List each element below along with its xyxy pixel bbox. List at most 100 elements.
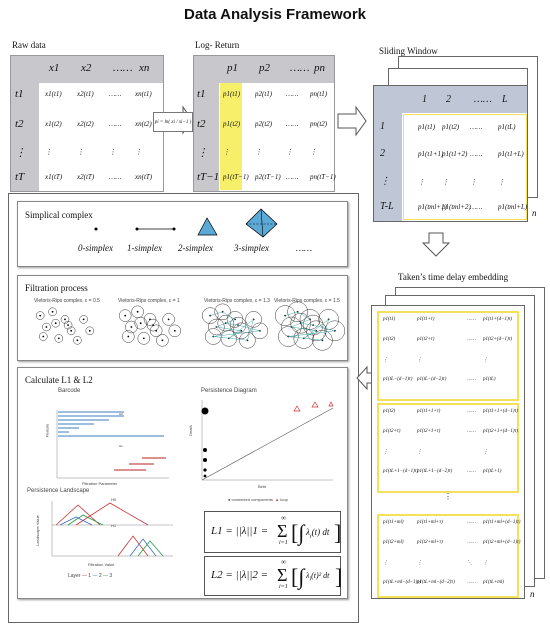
l1-lhs: L1 = ||λ||1 = xyxy=(211,525,269,537)
takens-cell: p1(tL) xyxy=(483,377,496,382)
takens-cell: p1(tL+1) xyxy=(483,469,502,474)
landscape-h1: H1 xyxy=(111,523,117,528)
logret-cell: ⋮ xyxy=(223,148,230,156)
sliding-cell: ⋮ xyxy=(418,178,425,186)
filtration-edge xyxy=(222,311,236,320)
pd-title: Persistence Diagram xyxy=(201,388,257,394)
takens-cell: p1(t2+1+(d−1)τ) xyxy=(483,429,518,434)
filtration-point xyxy=(45,326,48,328)
takens-cell: p1(tL+1−(d−1)τ) xyxy=(383,469,419,474)
filtration-ball xyxy=(137,332,151,345)
filtration-ball xyxy=(217,314,234,332)
sliding-cell: p1(tml+2) xyxy=(442,203,471,211)
filtration-ball xyxy=(232,322,250,340)
filtration-plot xyxy=(118,305,182,347)
takens-cell: …… xyxy=(467,540,476,545)
logret-cell: p1(t2) xyxy=(223,120,241,128)
filtration-edge xyxy=(303,319,329,339)
filtration-ball xyxy=(143,313,157,326)
persistence-diagram-plot xyxy=(201,400,334,481)
filtration-edge xyxy=(213,336,248,341)
filtration-sub-4: Vietoris-Rips complex, ε = 1.5 xyxy=(274,298,340,304)
raw-row-header: tT xyxy=(15,171,25,183)
filtration-point xyxy=(142,337,145,340)
logret-row-header: t1 xyxy=(197,88,206,100)
simplex-shapes xyxy=(94,208,278,238)
barcode-h0: H0 xyxy=(119,412,123,416)
sliding-col-header: L xyxy=(502,94,508,105)
sliding-window-label: Sliding Window xyxy=(379,46,438,56)
filtration-ball xyxy=(39,332,48,341)
raw-row-header: ⋮ xyxy=(15,147,26,159)
logret-cell: …… xyxy=(286,173,299,181)
takens-n-label: n xyxy=(530,589,535,599)
l1-formula: L1 = ||λ||1 = ∞ Σ i=1 [∫ λi(t) dt ] xyxy=(204,511,341,553)
filtration-point xyxy=(167,318,170,321)
filtration-ball xyxy=(60,315,70,324)
takens-cell: ⋮ xyxy=(383,450,388,455)
takens-cell: …… xyxy=(467,337,476,342)
l2-lhs: L2 = ||λ||2 = xyxy=(211,569,269,581)
filtration-sub-3: Vietoris-Rips complex, ε = 1.3 xyxy=(204,298,270,304)
sliding-cell: …… xyxy=(470,150,483,158)
calculate-panel: Calculate L1 & L2 Barcode Filtration Par… xyxy=(17,367,348,599)
filtration-edge xyxy=(228,319,254,339)
filtration-edge xyxy=(297,311,311,320)
filtration-ball xyxy=(226,311,244,328)
filtration-ball xyxy=(201,307,219,324)
filtration-ball xyxy=(214,303,231,321)
takens-cell: p1(t2+ml+(d−1)τ) xyxy=(483,540,521,545)
takens-cell: p1(t1+ml+τ) xyxy=(417,520,443,525)
sliding-cell: ⋮ xyxy=(442,178,449,186)
logret-col-header: …… xyxy=(290,62,310,74)
filtration-edge xyxy=(322,319,329,341)
landscape-ylabel: Landscape Value xyxy=(34,515,40,546)
filtration-ball xyxy=(205,328,222,345)
raw-cell: x1(t2) xyxy=(45,120,62,128)
sliding-col-header: 1 xyxy=(422,94,427,105)
logret-cell: p2(t2) xyxy=(255,120,273,128)
arrow-sliding-to-takens xyxy=(421,232,451,257)
landscape-legend: Layer — 1 — 2 — 3 xyxy=(68,573,113,579)
filtration-edge xyxy=(288,336,323,341)
raw-col-header: xn xyxy=(139,62,150,74)
filtration-ball xyxy=(118,309,132,322)
logret-col-header: pn xyxy=(314,62,325,74)
raw-cell: ⋮ xyxy=(45,148,52,156)
filtration-point xyxy=(124,314,127,317)
takens-block-1: p1(t1)p1(t1+τ)……p1(t1+(d−1)τ)p1(t2)p1(t2… xyxy=(377,311,519,401)
filtration-plots xyxy=(35,301,346,351)
raw-cell: ⋮ xyxy=(135,148,142,156)
log-return-formula: pi = ln( xi / xi−1 ) xyxy=(153,112,193,132)
sliding-row-header: 1 xyxy=(380,121,385,132)
filtration-edge xyxy=(210,311,223,316)
legend-layer-3: 3 xyxy=(109,573,113,579)
simplex-1: 1-simplex xyxy=(127,243,162,253)
filtration-point xyxy=(139,322,142,325)
filtration-edge xyxy=(313,324,335,332)
takens-cell: ⋱ xyxy=(467,561,472,566)
takens-cell: ⋮ xyxy=(383,561,388,566)
logret-cell: …… xyxy=(286,90,299,98)
raw-cell: …… xyxy=(109,120,122,128)
filtration-ball xyxy=(54,334,64,343)
landscape-plot xyxy=(51,501,173,557)
takens-cell: …… xyxy=(467,317,476,322)
takens-cell: p1(t1) xyxy=(383,317,396,322)
takens-cell: …… xyxy=(467,469,476,474)
sliding-n-label: n xyxy=(532,208,537,218)
arrow-logret-to-sliding xyxy=(337,105,367,137)
logret-row-header: t2 xyxy=(197,118,206,130)
logret-cell: p2(tT−1) xyxy=(255,173,281,181)
pd-legend: ● connected components ▲ loop xyxy=(228,497,288,502)
pd-xlabel: Birth xyxy=(258,484,267,489)
raw-cell: …… xyxy=(109,90,122,98)
takens-cell: p1(t2+τ) xyxy=(417,337,435,342)
raw-cell: x2(tT) xyxy=(77,173,95,181)
takens-cell: ⋮ xyxy=(383,358,388,363)
filtration-ball xyxy=(73,336,82,345)
filtration-ball xyxy=(146,318,160,332)
